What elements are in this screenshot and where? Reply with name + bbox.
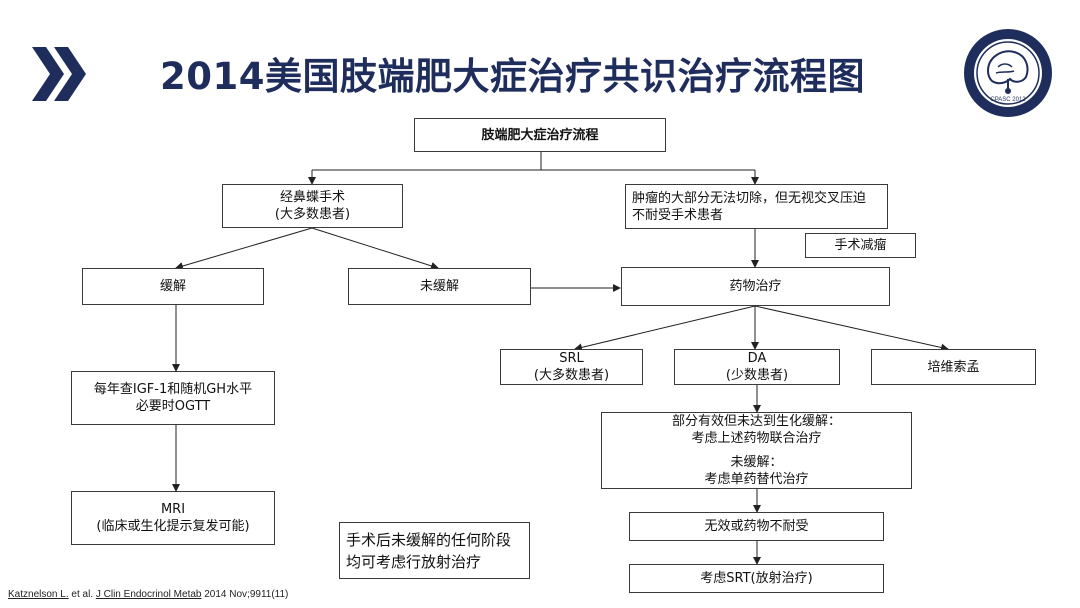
node-label: 手术减瘤	[834, 238, 887, 253]
node-sublabel: 不耐受手术患者	[632, 207, 724, 223]
citation-journal[interactable]: J Clin Endocrinol Metab	[95, 589, 202, 600]
node-treatment-flow: 肢端肥大症治疗流程	[414, 118, 666, 152]
node-label: MRI	[160, 502, 186, 517]
citation-etal: et al.	[68, 589, 96, 600]
node-srl: SRL (大多数患者)	[500, 349, 643, 385]
node-pegvisomant: 培维索孟	[871, 349, 1036, 385]
node-remission: 缓解	[82, 268, 264, 305]
node-label: 未缓解	[419, 279, 459, 294]
node-no-remission: 未缓解	[348, 268, 531, 305]
node-sublabel: 考虑单药替代治疗	[704, 472, 809, 487]
node-sublabel: (临床或生化提示复发可能)	[96, 519, 250, 534]
citation-details: 2014 Nov;9911(11)	[201, 589, 289, 600]
node-label: 培维索孟	[927, 359, 980, 375]
logo-text: CPASC 2012	[990, 97, 1026, 103]
society-logo: CPASC 2012	[964, 29, 1052, 117]
node-tumor-unresectable: 肿瘤的大部分无法切除，但无视交叉压迫 不耐受手术患者	[625, 184, 888, 229]
node-label: 考虑SRT(放射治疗)	[700, 571, 813, 586]
node-label: SRL	[559, 351, 584, 366]
node-consider-srt: 考虑SRT(放射治疗)	[629, 564, 884, 593]
radiotherapy-note: 手术后未缓解的任何阶段 均可考虑行放射治疗	[339, 522, 530, 579]
node-sublabel: (大多数患者)	[533, 368, 610, 383]
node-sublabel: 考虑上述药物联合治疗	[691, 431, 822, 446]
note-line: 均可考虑行放射治疗	[346, 552, 482, 571]
node-label: DA	[747, 351, 767, 366]
citation: Katznelson L. et al. J Clin Endocrinol M…	[8, 589, 288, 600]
node-transsphenoidal-surgery: 经鼻蝶手术 (大多数患者)	[222, 184, 403, 228]
node-label: 每年查IGF-1和随机GH水平	[93, 382, 253, 397]
node-partial-response: 部分有效但未达到生化缓解： 考虑上述药物联合治疗 未缓解： 考虑单药替代治疗	[601, 412, 912, 489]
node-label: 未缓解：	[730, 455, 783, 470]
note-line: 手术后未缓解的任何阶段	[346, 530, 512, 549]
node-mri: MRI (临床或生化提示复发可能)	[71, 491, 275, 545]
node-label: 肢端肥大症治疗流程	[481, 127, 599, 143]
node-sublabel: (少数患者)	[725, 368, 789, 383]
node-label: 无效或药物不耐受	[704, 519, 809, 534]
node-label: 缓解	[159, 279, 186, 294]
node-medical-therapy: 药物治疗	[621, 267, 890, 306]
citation-author[interactable]: Katznelson L.	[8, 589, 69, 600]
node-sublabel: (大多数患者)	[274, 207, 351, 222]
node-label: 药物治疗	[729, 279, 782, 294]
node-label: 部分有效但未达到生化缓解：	[671, 414, 841, 429]
node-surgical-debulking: 手术减瘤	[805, 233, 916, 258]
node-label: 肿瘤的大部分无法切除，但无视交叉压迫	[632, 190, 867, 206]
node-sublabel: 必要时OGTT	[135, 399, 211, 414]
page-title: 2014美国肢端肥大症治疗共识治疗流程图	[160, 55, 865, 98]
node-da: DA (少数患者)	[674, 349, 840, 385]
node-ineffective-intolerant: 无效或药物不耐受	[629, 512, 884, 541]
double-chevron-icon	[32, 47, 86, 101]
node-label: 经鼻蝶手术	[279, 190, 345, 205]
node-annual-igf1-check: 每年查IGF-1和随机GH水平 必要时OGTT	[71, 371, 275, 425]
